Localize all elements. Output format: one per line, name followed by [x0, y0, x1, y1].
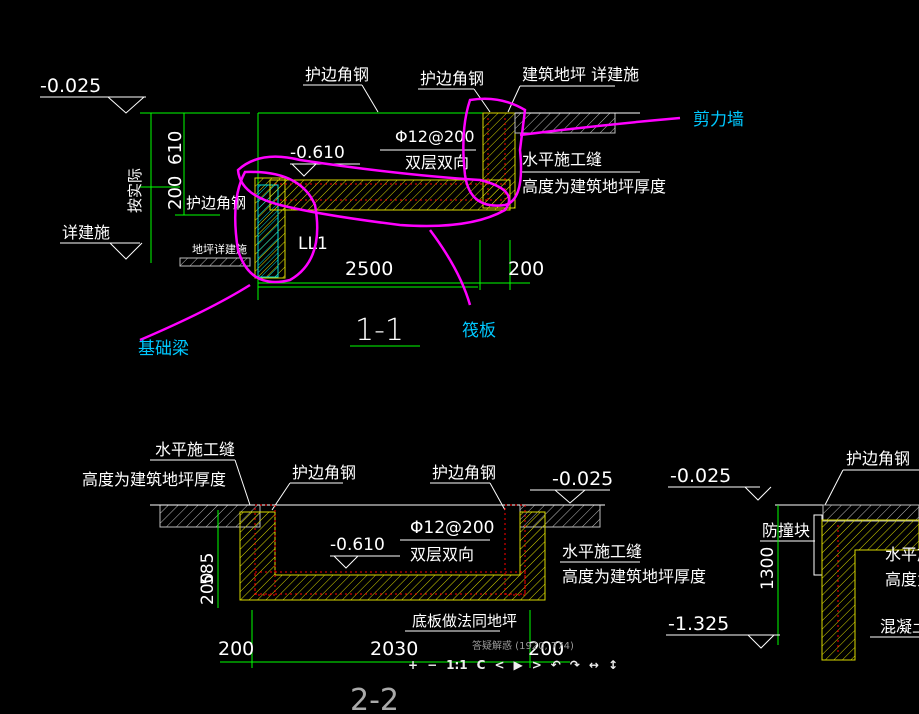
raft-circle: [236, 155, 511, 228]
dim-585: 585: [198, 553, 218, 585]
shear-wall-note: 剪力墙: [693, 110, 744, 130]
joint-label: 水平施: [885, 545, 919, 564]
rebar-double: 双层双向: [410, 545, 474, 564]
elevation-inner: -0.610: [330, 535, 385, 555]
flip-vertical-button[interactable]: ↕: [607, 658, 619, 672]
viewer-watermark: 答疑解惑 (1920, 774): [472, 641, 574, 652]
beam-leader: [139, 283, 251, 342]
bottom-note: 底板做法同地坪: [412, 612, 517, 630]
dim-200: 200: [198, 573, 218, 605]
block-label: 防撞块: [762, 521, 810, 540]
joint-label: 水平施工缝: [562, 542, 642, 561]
dim-200: 200: [528, 638, 564, 660]
foundation-beam-note: 基础梁: [138, 339, 189, 359]
concrete-label: 混凝土: [880, 617, 919, 636]
joint-label: 水平施工缝: [155, 440, 235, 459]
angle-label: 护边角钢: [846, 449, 910, 468]
side-label: 按实际: [126, 168, 144, 213]
dim-2030: 2030: [370, 638, 418, 660]
joint-label: 高度为建筑地坪厚度: [82, 470, 226, 489]
rotate-right-button[interactable]: ↷: [569, 658, 580, 672]
section-title: 1-1: [355, 313, 404, 348]
shear-wall-hatch: [482, 112, 516, 209]
raft-leader: [428, 229, 472, 306]
rotate-left-button[interactable]: ↶: [550, 658, 561, 672]
elevation-top-label: -0.025: [552, 468, 613, 490]
elevation-top-label: -0.025: [670, 465, 731, 487]
elevation-top-label: -0.025: [40, 75, 101, 97]
zoom-out-button[interactable]: −: [427, 658, 438, 672]
joint-label: 高度为: [885, 570, 919, 589]
dim-1300: 1300: [758, 547, 778, 590]
rebar-double: 双层双向: [405, 153, 469, 172]
zoom-in-button[interactable]: +: [408, 658, 419, 672]
rebar-spec: Φ12@200: [410, 518, 494, 538]
beam-label: LL1: [298, 234, 328, 254]
section-title: 2-2: [350, 683, 399, 714]
elevation-bottom-label: -1.325: [668, 613, 729, 635]
reset-button[interactable]: C: [476, 658, 486, 672]
joint-label: 高度为建筑地坪厚度: [562, 567, 706, 586]
angle-label: 护边角钢: [305, 65, 369, 84]
shear-wall-leader: [519, 116, 681, 137]
flip-horizontal-button[interactable]: ↔: [588, 658, 599, 672]
section-2-2: 水平施工缝 高度为建筑地坪厚度 护边角钢 护边角钢 -0.025 Φ12@200…: [82, 440, 706, 714]
markup-annotations: [139, 97, 681, 342]
dim-200: 200: [165, 176, 186, 210]
joint-label: 高度为建筑地坪厚度: [522, 177, 666, 196]
floor-note: 建筑地坪 详建施: [522, 65, 639, 84]
dim-610: 610: [165, 131, 186, 165]
dim-2500: 2500: [345, 258, 393, 280]
beam-circle: [234, 170, 319, 284]
raft-note: 筏板: [462, 321, 496, 341]
shear-wall-circle: [462, 97, 527, 207]
angle-label: 护边角钢: [420, 69, 484, 88]
angle-label-left: 护边角钢: [186, 194, 246, 212]
elevation-inner: -0.610: [290, 143, 345, 163]
next-button[interactable]: >: [531, 658, 542, 672]
pit-wall-hatch: [239, 511, 546, 601]
viewer-toolbar: + − 1:1 C < ▶ > ↶ ↷ ↔ ↕: [408, 658, 618, 672]
rebar-spec: Φ12@200: [395, 127, 475, 146]
joint-label: 水平施工缝: [522, 150, 602, 169]
elevation-triangle-icon: [109, 242, 143, 260]
section-1-1: -0.025 610 200 按实际 详建施: [40, 65, 666, 348]
floor-detail-label: 地坪详建施: [192, 242, 247, 256]
wall-hatch: [821, 519, 919, 661]
elevation-triangle-icon: [107, 96, 146, 114]
actual-size-button[interactable]: 1:1: [446, 658, 468, 672]
dim-200: 200: [218, 638, 254, 660]
angle-label: 护边角钢: [292, 463, 356, 482]
detail-label: 详建施: [62, 223, 110, 242]
play-button[interactable]: ▶: [513, 658, 523, 672]
angle-label: 护边角钢: [432, 463, 496, 482]
section-3-3: -0.025 护边角钢 防撞块 1300 -1.325 水平施 高度为 混凝土: [666, 449, 919, 661]
prev-button[interactable]: <: [494, 658, 505, 672]
dim-200: 200: [508, 258, 544, 280]
